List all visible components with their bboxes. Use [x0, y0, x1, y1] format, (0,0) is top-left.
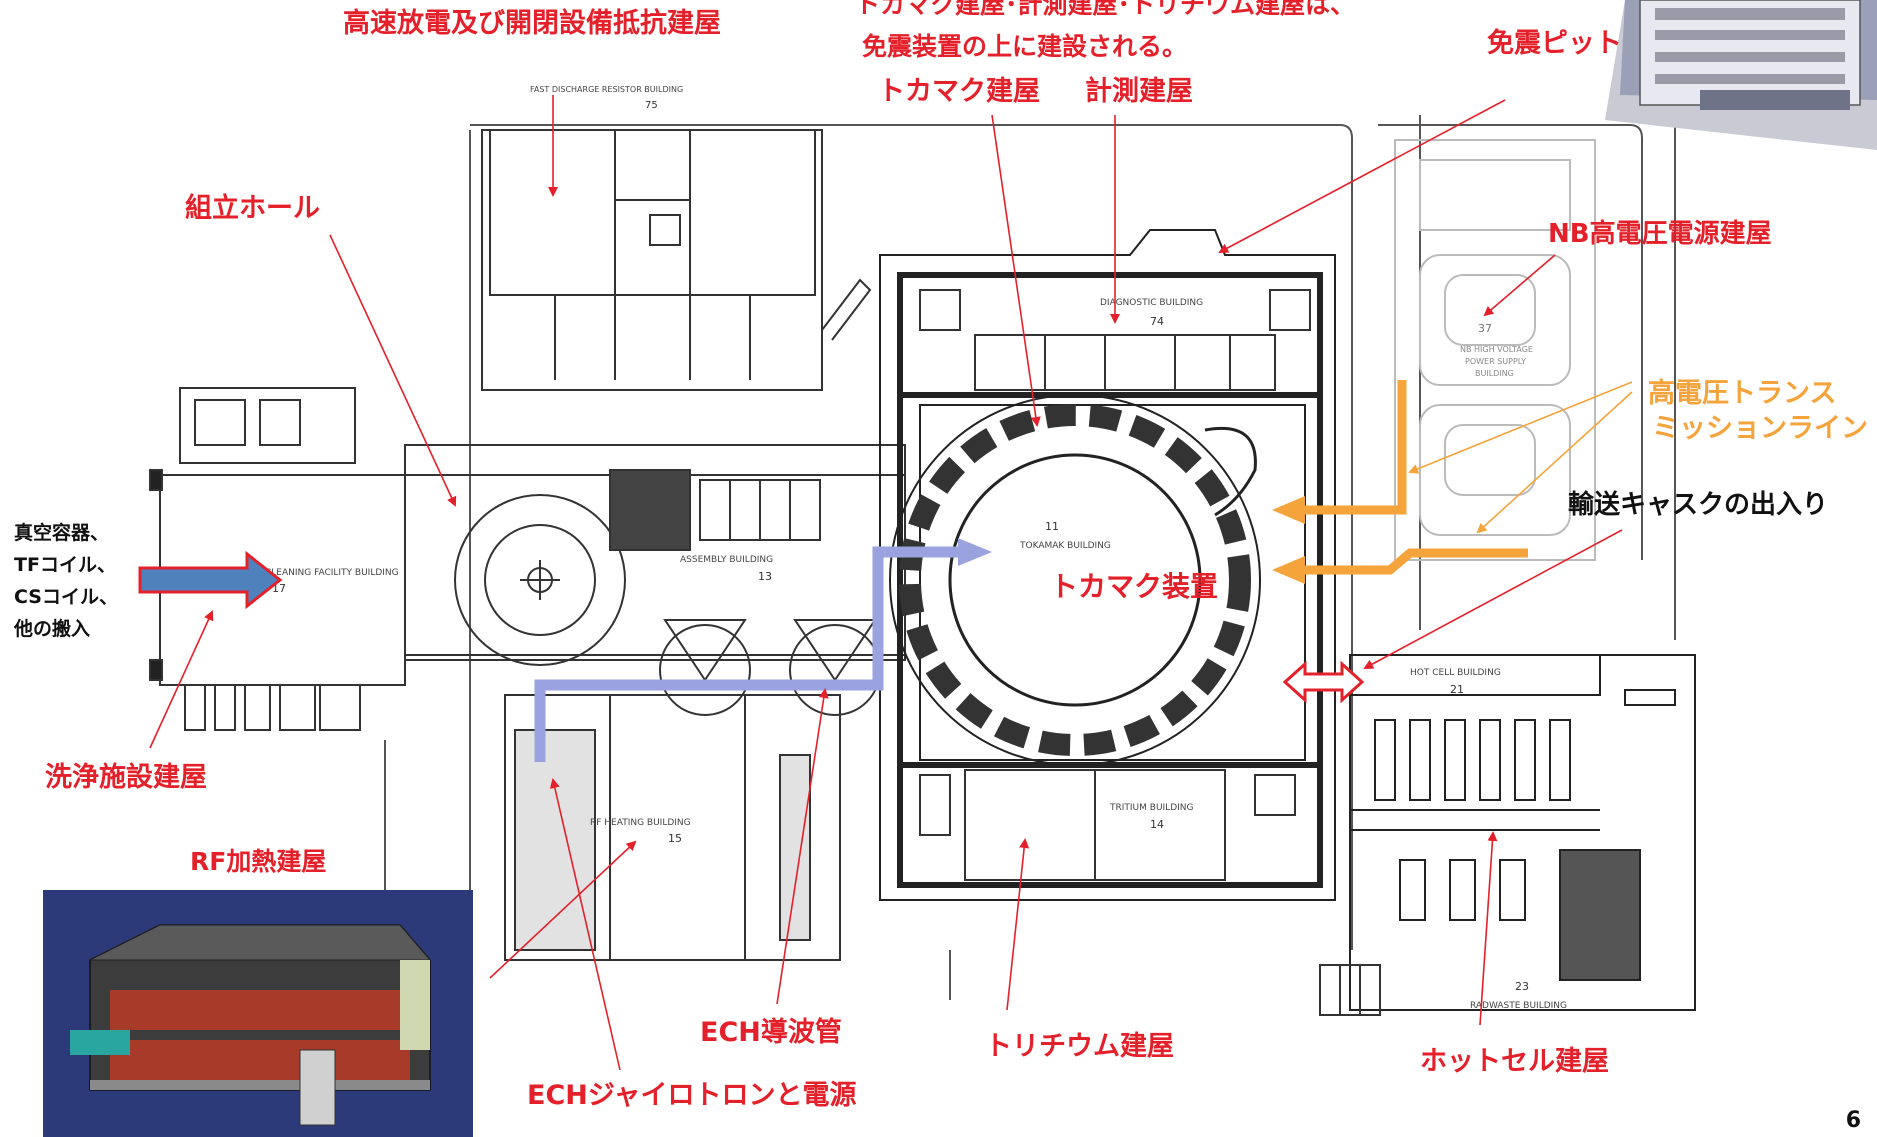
seismic-pit-render	[1605, 0, 1877, 150]
b74-name: DIAGNOSTIC BUILDING	[1100, 298, 1203, 308]
label-rf-heating-building: RF加熱建屋	[190, 847, 327, 876]
b21-number: 21	[1450, 683, 1464, 696]
rf-heating-render	[43, 890, 473, 1137]
b23-name: RADWASTE BUILDING	[1470, 1001, 1567, 1011]
b15-number: 15	[668, 832, 682, 845]
label-fast-discharge-building: 高速放電及び開閉設備抵抗建屋	[343, 8, 721, 39]
b37-name-line1: NB HIGH VOLTAGE	[1460, 345, 1533, 354]
building-75	[481, 129, 872, 391]
b11-name: TOKAMAK BUILDING	[1019, 541, 1111, 551]
label-seismic-note-line2: 免震装置の上に建設される。	[862, 32, 1188, 61]
hv-transmission-path-upper	[1300, 380, 1407, 515]
label-hv-transmission-line2: ミッションライン	[1652, 413, 1868, 444]
label-tokamak-device: トカマク装置	[1050, 570, 1219, 603]
label-delivery-line2: TFコイル、	[14, 554, 116, 576]
b13-number: 13	[758, 570, 772, 583]
b17-name: CLEANING FACILITY BUILDING	[265, 568, 399, 578]
building-37	[1394, 139, 1596, 561]
ech-waveguide-path	[534, 546, 958, 762]
label-nb-hv-power-building: NB高電圧電源建屋	[1548, 219, 1772, 249]
building-17	[149, 387, 406, 731]
hv-transmission-arrow-upper	[1272, 496, 1305, 524]
b14-name: TRITIUM BUILDING	[1109, 803, 1194, 813]
delivery-arrow	[138, 550, 283, 610]
hv-transmission-path-lower	[1300, 548, 1528, 575]
b14-number: 14	[1150, 818, 1164, 831]
tokamak-ring	[889, 394, 1261, 766]
building-21	[1349, 654, 1696, 1011]
building-23	[1319, 964, 1381, 1016]
label-delivery-line1: 真空容器、	[14, 522, 110, 544]
building-13	[404, 444, 906, 716]
label-seismic-note-line1: トカマク建屋･計測建屋･トリチウム建屋は、	[855, 0, 1356, 19]
b13-name: ASSEMBLY BUILDING	[680, 555, 773, 565]
b37-name-line2: POWER SUPPLY	[1465, 357, 1526, 366]
label-tokamak-building: トカマク建屋	[878, 76, 1040, 107]
cask-transport-double-arrow	[1282, 660, 1365, 704]
label-delivery-line3: CSコイル、	[14, 586, 118, 608]
b21-name: HOT CELL BUILDING	[1410, 668, 1501, 678]
b15-name: RF HEATING BUILDING	[590, 818, 691, 828]
ech-waveguide-arrowhead	[958, 538, 992, 566]
hv-transmission-arrow-lower	[1272, 556, 1305, 584]
building-14	[919, 769, 1296, 881]
label-hot-cell-building: ホットセル建屋	[1420, 1046, 1609, 1077]
b11-number: 11	[1045, 520, 1059, 533]
callout-leaders-orange	[1408, 381, 1633, 534]
label-delivery-line4: 他の搬入	[14, 618, 91, 640]
b75-name: FAST DISCHARGE RESISTOR BUILDING	[530, 85, 683, 94]
b23-number: 23	[1515, 980, 1529, 993]
label-hv-transmission-line1: 高電圧トランス	[1648, 378, 1837, 409]
label-cleaning-facility: 洗浄施設建屋	[45, 762, 207, 793]
callout-leaders-red	[149, 95, 1623, 1071]
label-diagnostic-building: 計測建屋	[1085, 76, 1193, 107]
b74-number: 74	[1150, 315, 1164, 328]
label-tritium-building: トリチウム建屋	[985, 1031, 1174, 1062]
label-cask-transport: 輸送キャスクの出入り	[1568, 490, 1829, 520]
slide-page-number: 6	[1845, 1108, 1861, 1133]
building-74	[919, 289, 1311, 391]
label-assembly-hall: 組立ホール	[185, 193, 320, 224]
label-ech-gyrotron: ECHジャイロトロンと電源	[527, 1080, 857, 1111]
building-15	[504, 694, 841, 961]
b37-number: 37	[1478, 322, 1492, 335]
b75-number: 75	[645, 100, 658, 111]
label-ech-waveguide: ECH導波管	[700, 1017, 842, 1048]
b37-name-line3: BUILDING	[1475, 369, 1514, 378]
label-seismic-pit: 免震ピット	[1487, 28, 1622, 59]
